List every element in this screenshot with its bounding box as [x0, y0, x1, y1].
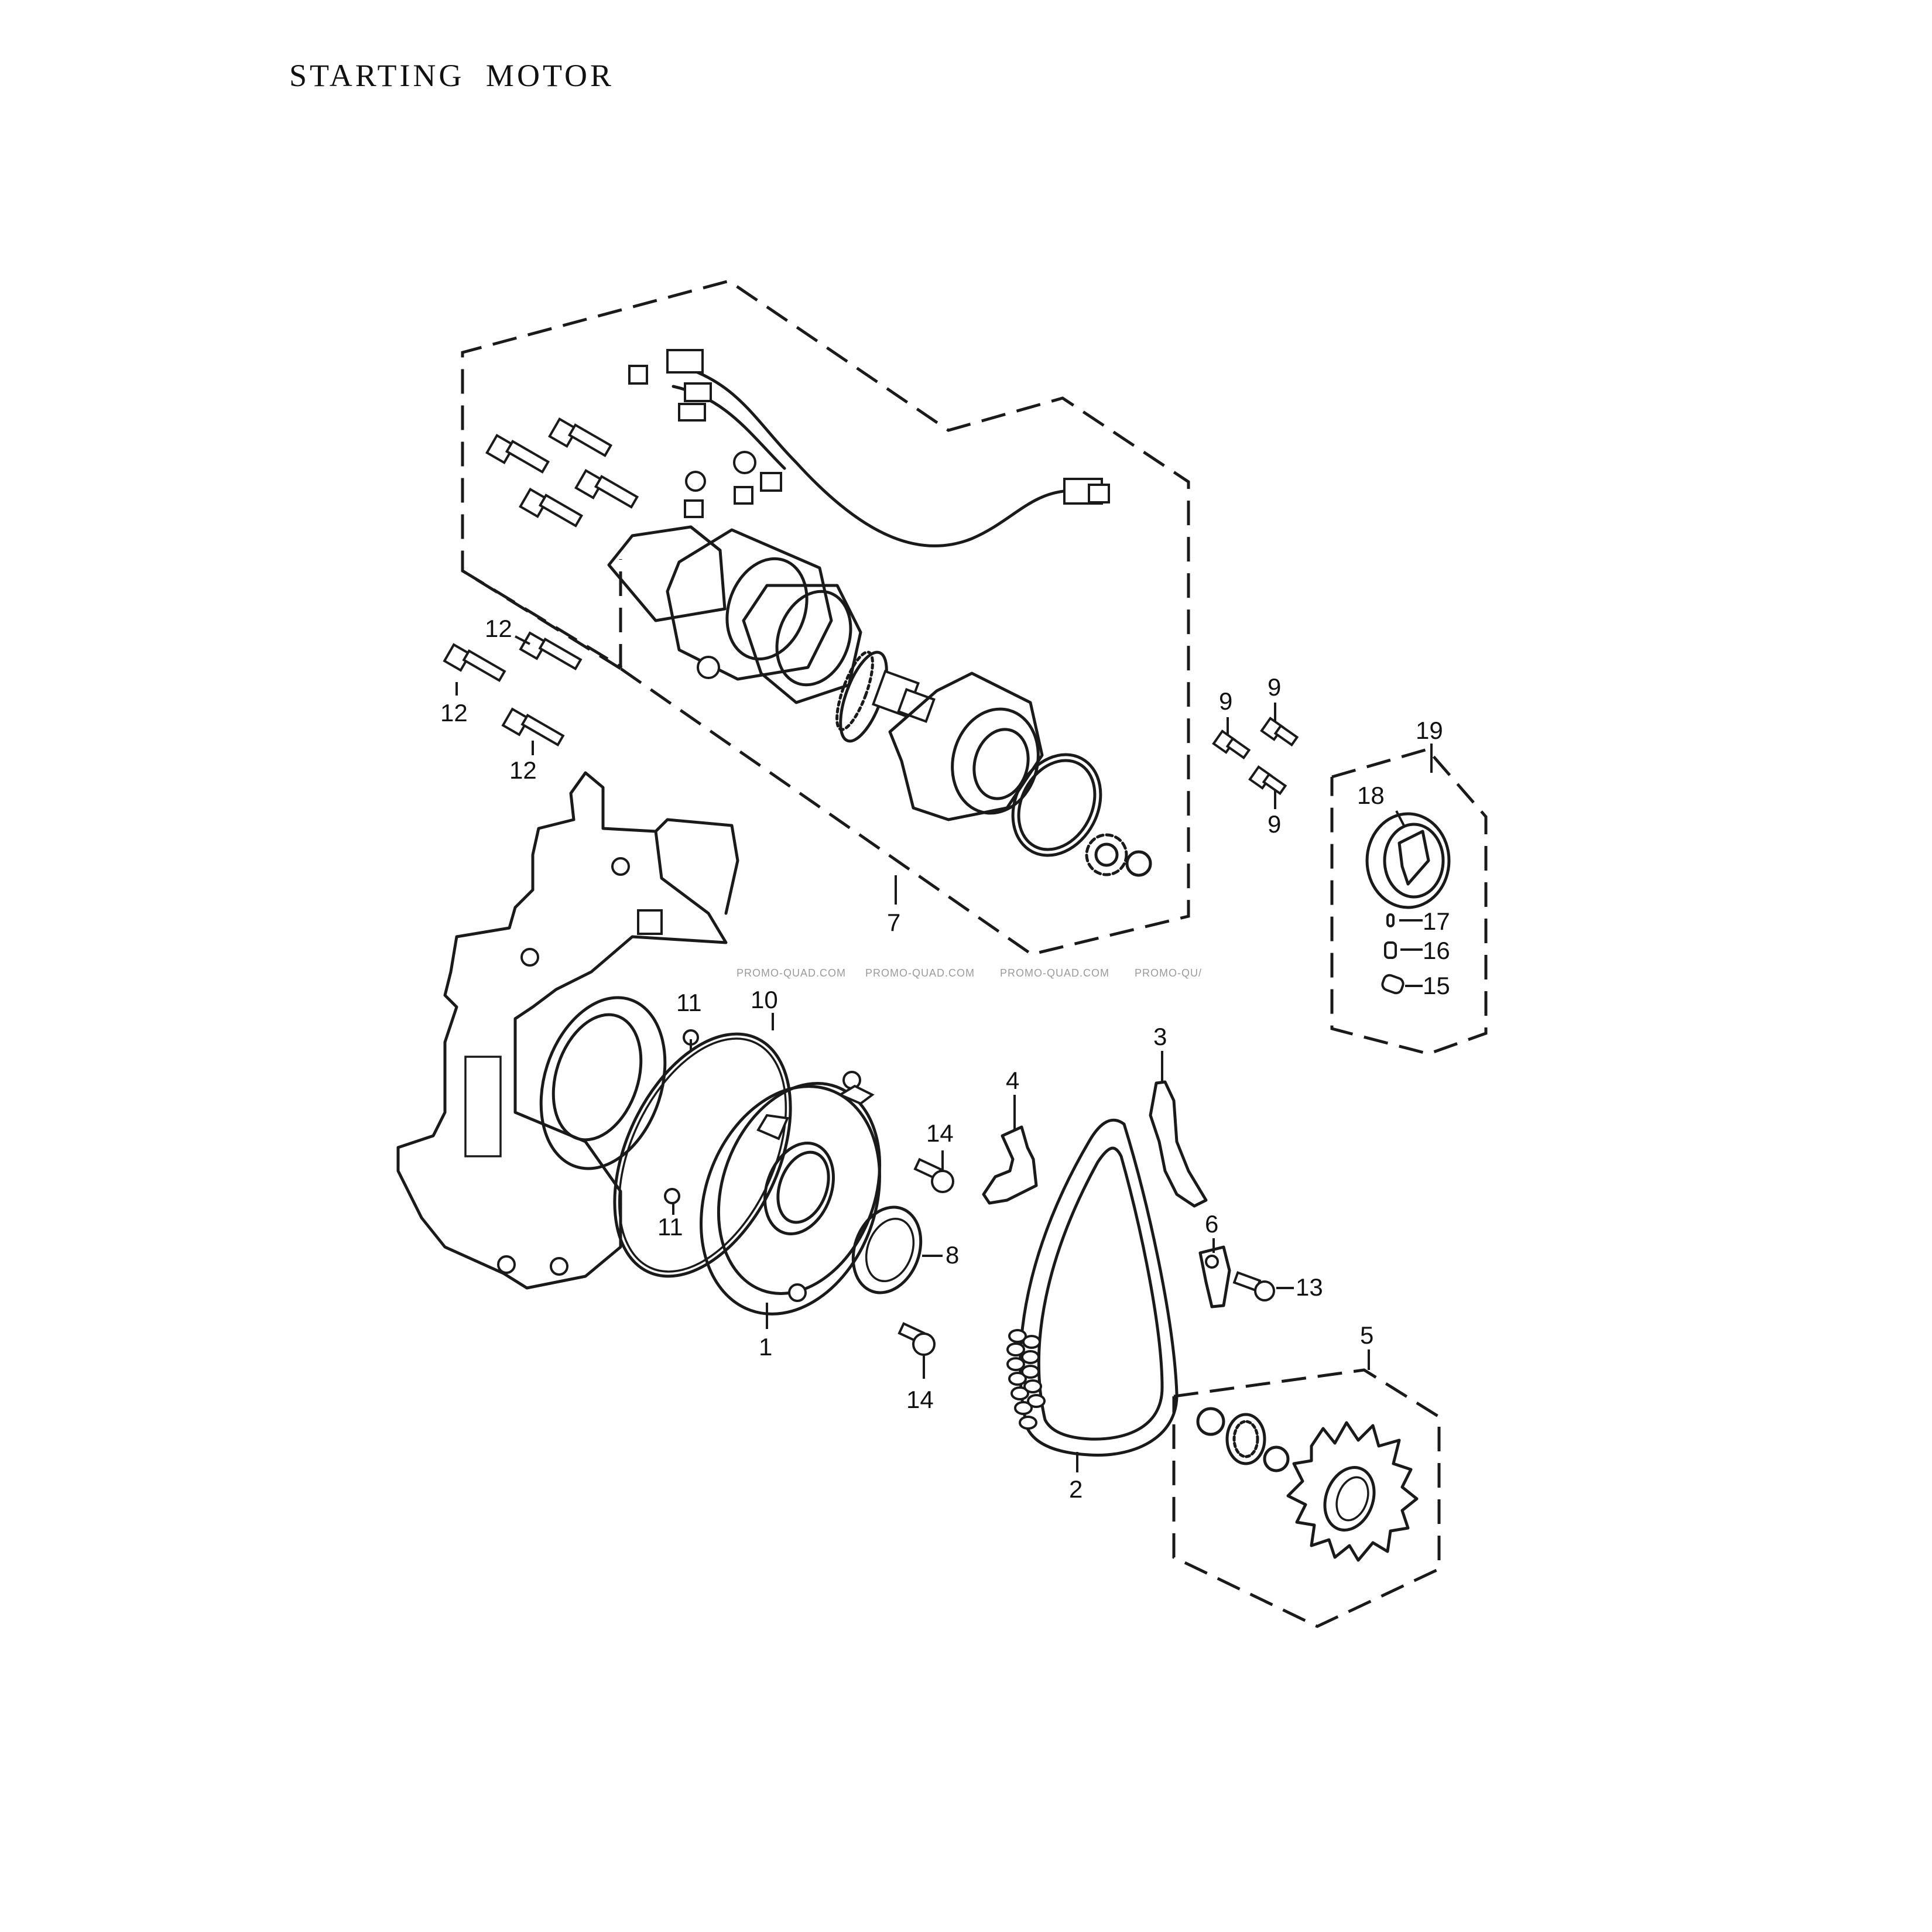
callout-17: 17	[1423, 907, 1450, 935]
callout-3: 3	[1153, 1023, 1167, 1050]
chain-tensioner-3	[1149, 1080, 1208, 1208]
watermark-text: PROMO-QU/	[1135, 967, 1202, 979]
callout-8: 8	[946, 1241, 959, 1269]
callout-5: 5	[1360, 1321, 1373, 1349]
callout-labels: 1 2 3 4 5 6 7 8 9 9 9 10 11 11 12 12 12 …	[440, 615, 1450, 1503]
callout-4: 4	[1006, 1067, 1019, 1094]
page-title: STARTING MOTOR	[289, 58, 614, 93]
callout-7: 7	[887, 909, 900, 936]
chain-guide-4	[982, 1125, 1038, 1205]
tensioner-pivot-6	[1198, 1245, 1231, 1308]
crankcase-cover	[396, 771, 739, 1290]
callout-19: 19	[1416, 717, 1443, 744]
callout-15: 15	[1423, 972, 1450, 999]
callout-16: 16	[1423, 937, 1450, 964]
watermark-text: PROMO-QUAD.COM	[1000, 967, 1109, 979]
watermark-text: PROMO-QUAD.COM	[737, 967, 846, 979]
starter-chain-2	[1006, 1118, 1179, 1457]
callout-14b: 14	[906, 1386, 934, 1413]
watermark-text: PROMO-QUAD.COM	[865, 967, 975, 979]
callout-9a: 9	[1219, 687, 1232, 715]
leader-lines	[455, 635, 1433, 1472]
sprocket-group-5	[1172, 1368, 1441, 1628]
callout-1: 1	[759, 1333, 772, 1361]
callout-6: 6	[1205, 1210, 1218, 1238]
callout-12c: 12	[509, 756, 537, 784]
callout-12b: 12	[440, 699, 468, 727]
cover-plate-1	[664, 1029, 882, 1316]
oil-seal-8	[851, 1205, 923, 1294]
callout-11b: 11	[657, 1213, 683, 1241]
bolts-12	[443, 631, 583, 747]
callout-10: 10	[751, 986, 778, 1013]
callout-12a: 12	[485, 615, 512, 642]
callout-2: 2	[1069, 1475, 1083, 1503]
bolts-9	[1212, 717, 1299, 796]
callout-18: 18	[1357, 782, 1385, 809]
bolt-13	[1232, 1271, 1275, 1301]
watermark: PROMO-QUAD.COM PROMO-QUAD.COM PROMO-QUAD…	[737, 967, 1202, 979]
callout-13: 13	[1296, 1273, 1323, 1301]
oil-pump-group-19	[1330, 748, 1488, 1056]
o-ring-10	[613, 1032, 792, 1278]
callout-11a: 11	[676, 989, 702, 1016]
starter-motor-assembly-group	[461, 279, 1190, 956]
callout-14a: 14	[926, 1119, 954, 1147]
callout-9c: 9	[1268, 810, 1281, 838]
callout-9b: 9	[1268, 673, 1281, 701]
